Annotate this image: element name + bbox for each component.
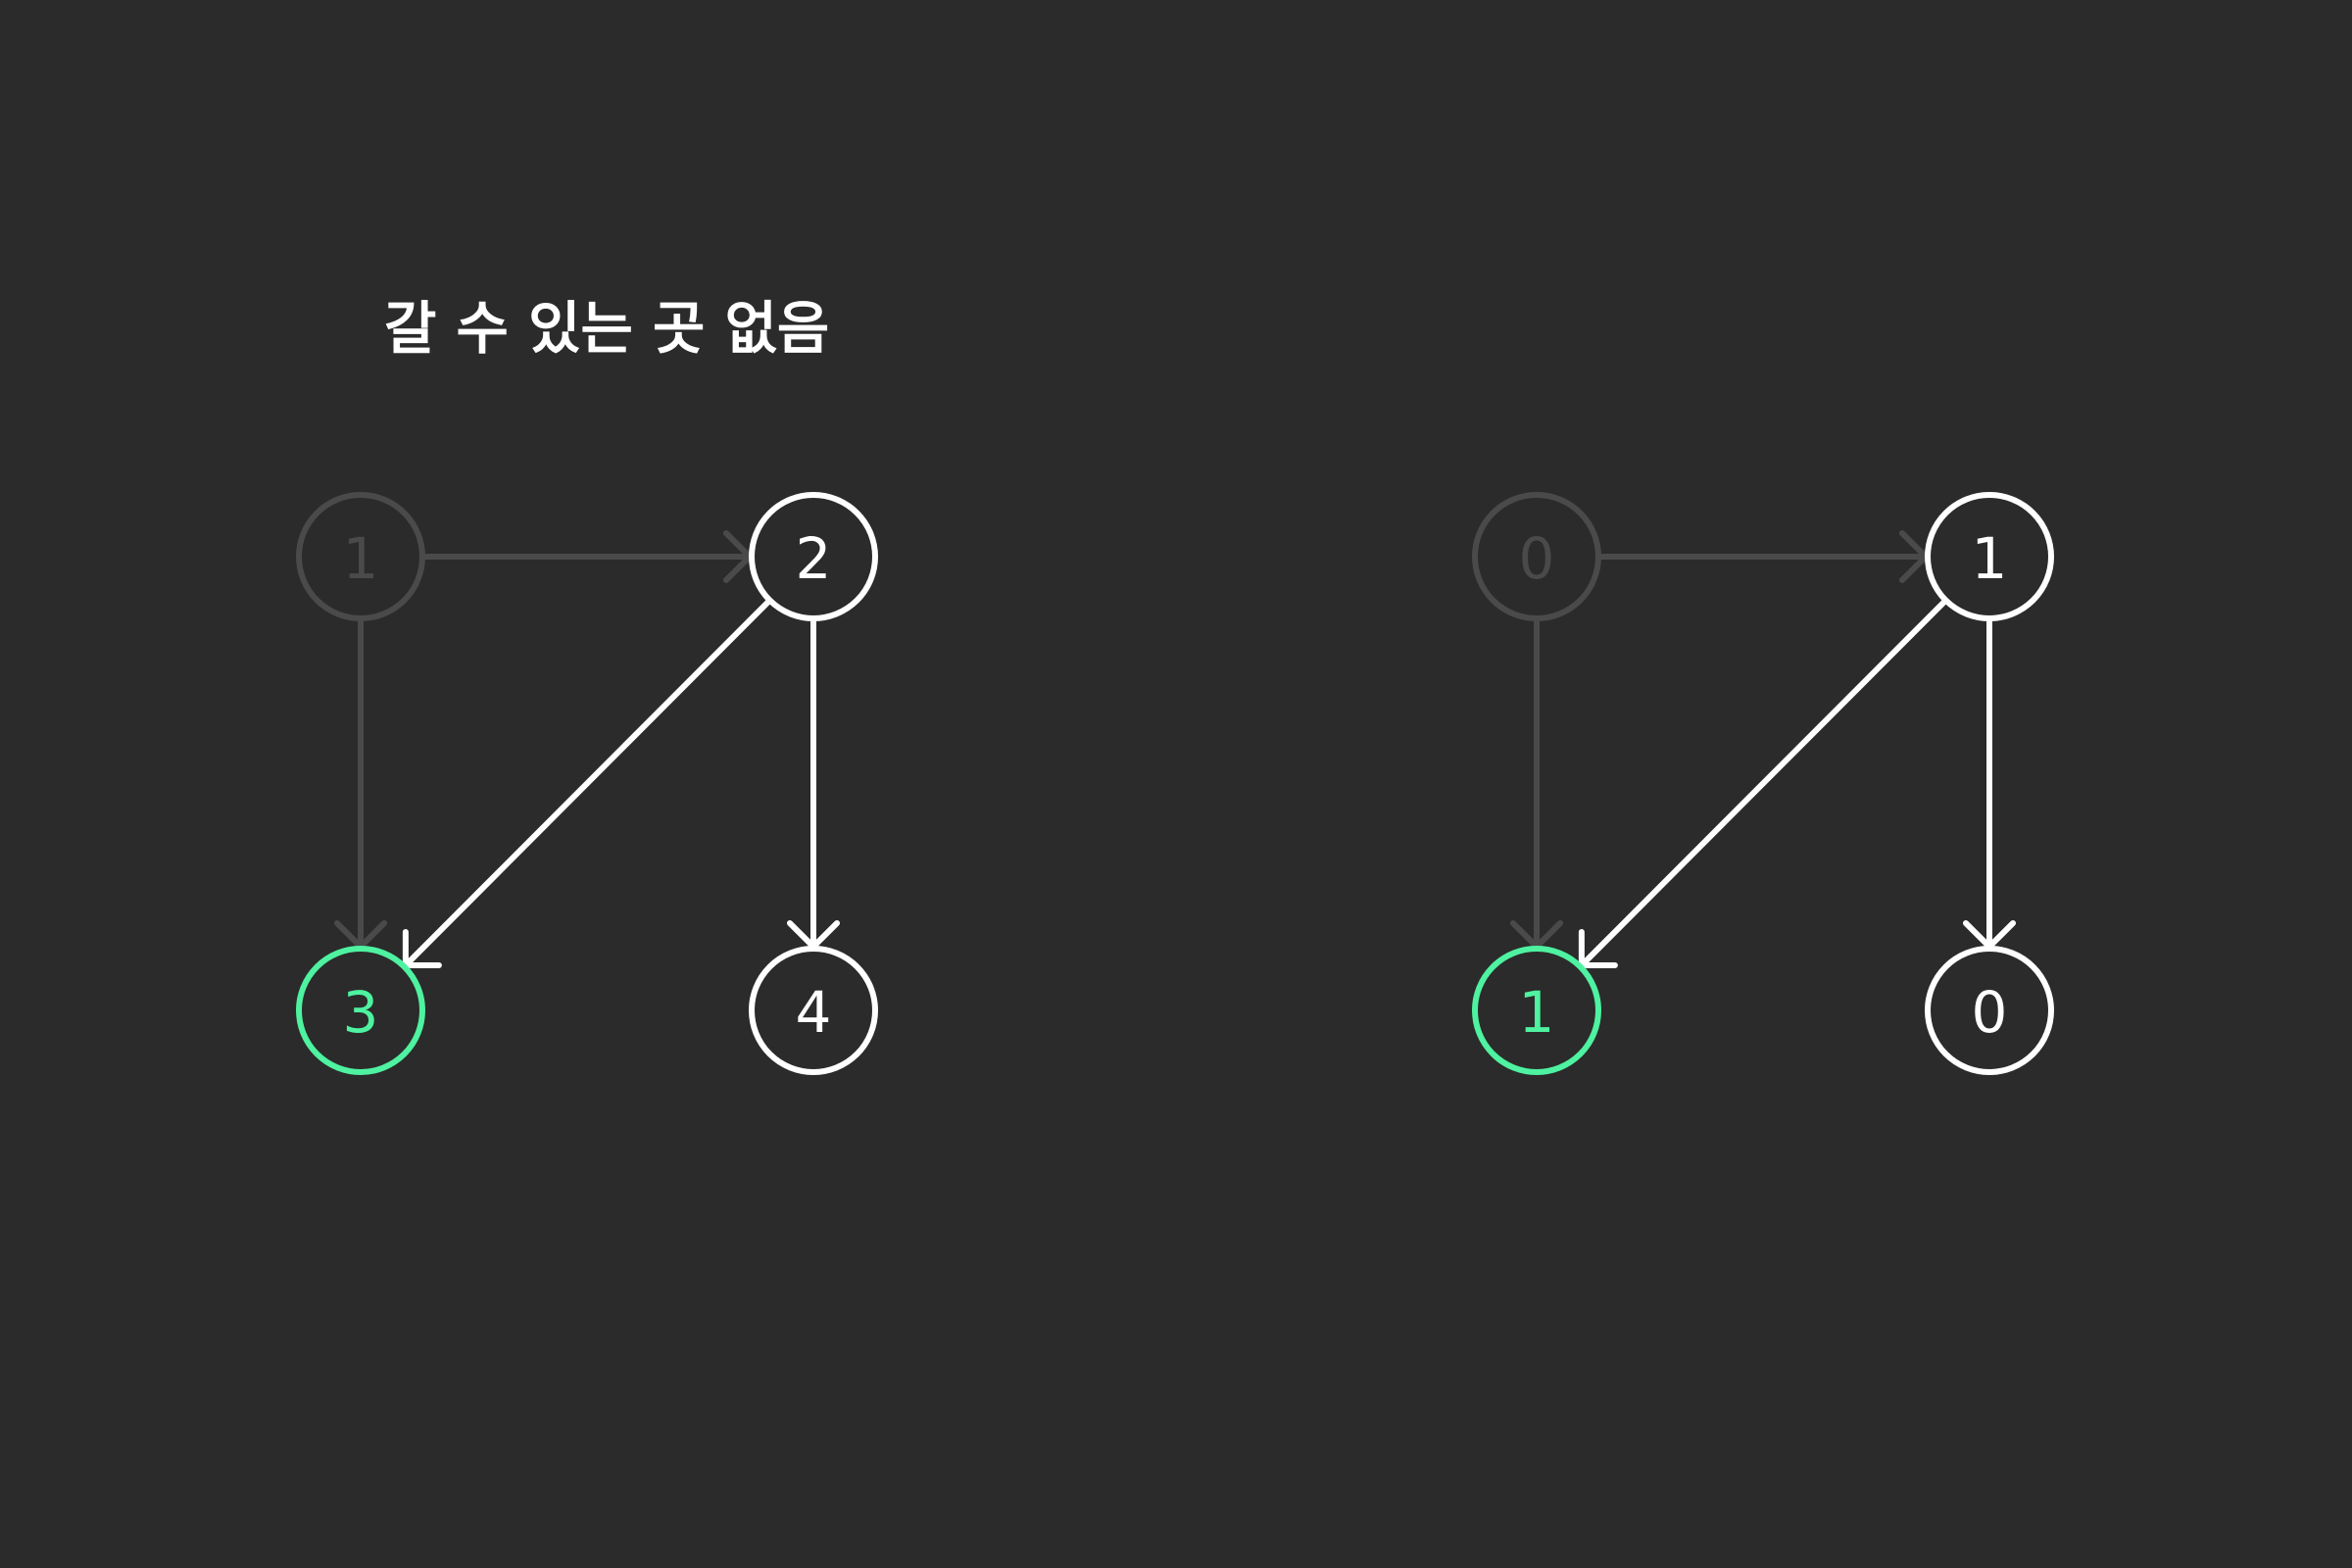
node-a: 1 (296, 492, 425, 621)
node-b: 2 (749, 492, 878, 621)
node-d: 4 (749, 946, 878, 1075)
node-circle (1925, 946, 2054, 1075)
edge-line (402, 599, 772, 968)
node-circle (749, 946, 878, 1075)
node-label: 3 (343, 979, 379, 1046)
node-label: 4 (796, 979, 832, 1046)
edge-a-b (421, 529, 753, 584)
edge-a-c (333, 617, 388, 950)
node-label: 1 (1519, 979, 1555, 1046)
node-circle (1472, 946, 1601, 1075)
node-label: 1 (343, 525, 379, 592)
edge-a-b (1597, 529, 1929, 584)
edge-b-c (402, 599, 772, 968)
node-b: 1 (1925, 492, 2054, 621)
edge-b-d (1962, 617, 2017, 950)
node-circle (1925, 492, 2054, 621)
node-a: 0 (1472, 492, 1601, 621)
node-label: 0 (1972, 979, 2008, 1046)
node-c: 1 (1472, 946, 1601, 1075)
edge-a-c (1509, 617, 1564, 950)
graphs-group: 1 2 3 4 0 1 1 0 (296, 492, 2054, 1075)
edge-b-c (1578, 599, 1948, 968)
node-circle (1472, 492, 1601, 621)
node-label: 1 (1972, 525, 2008, 592)
edge-b-d (786, 617, 841, 950)
graph-2: 0 1 1 0 (1472, 492, 2054, 1075)
edge-line (1578, 599, 1948, 968)
node-c: 3 (296, 946, 425, 1075)
node-circle (296, 492, 425, 621)
node-label: 0 (1519, 525, 1555, 592)
graph-1: 1 2 3 4 (296, 492, 878, 1075)
caption-text: 갈 수 있는 곳 없음 (384, 295, 829, 362)
node-label: 2 (796, 525, 832, 592)
node-d: 0 (1925, 946, 2054, 1075)
node-circle (296, 946, 425, 1075)
node-circle (749, 492, 878, 621)
